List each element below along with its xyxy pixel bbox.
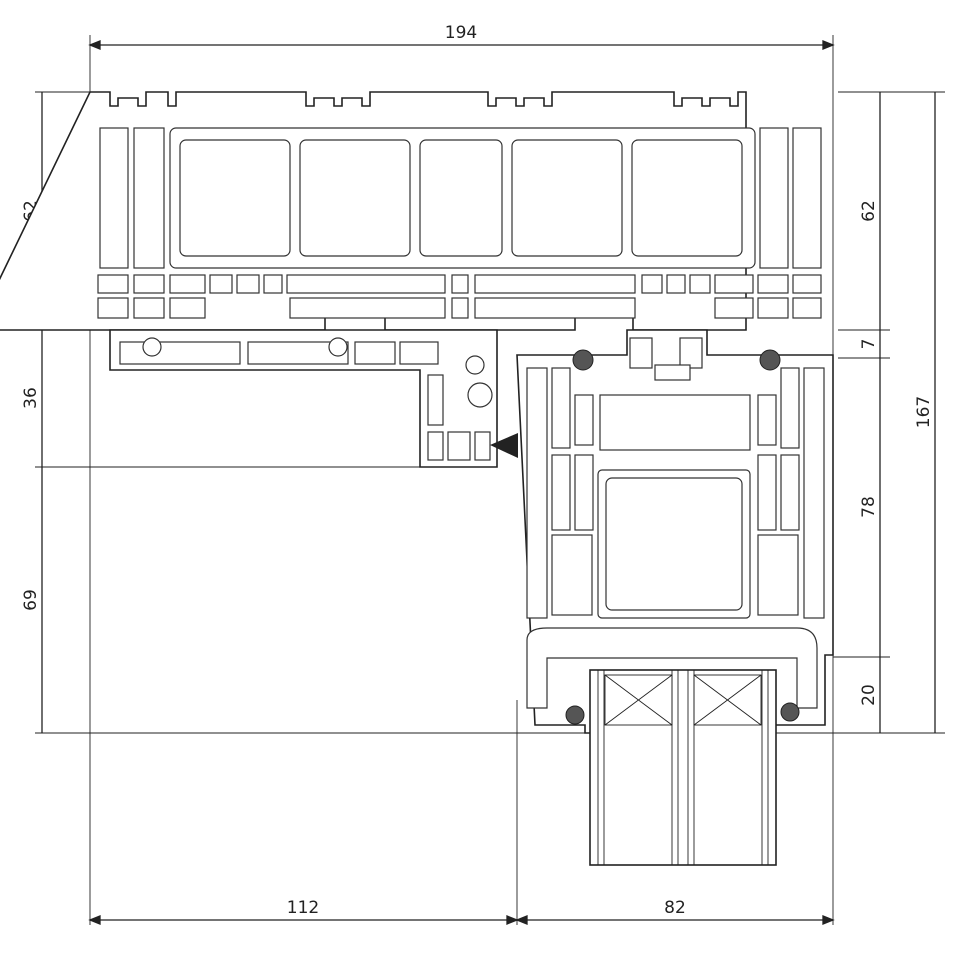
dim-overall-width: 194 bbox=[445, 23, 477, 43]
dimension-lines: 194 112 82 62 36 69 62 7 78 20 167 bbox=[21, 23, 936, 925]
sash-profile bbox=[465, 329, 834, 734]
dim-frame-height-right: 62 bbox=[859, 200, 879, 222]
seal-right-top bbox=[759, 349, 781, 371]
seal-right-bottom bbox=[780, 702, 800, 722]
seal-left-top bbox=[572, 349, 594, 371]
dim-overall-height: 167 bbox=[914, 396, 934, 428]
dim-gap: 7 bbox=[859, 339, 879, 350]
wedge-seal bbox=[490, 433, 518, 458]
dim-lower-left: 69 bbox=[21, 589, 41, 611]
dim-glass-rebate: 20 bbox=[859, 684, 879, 706]
dim-bottom-right: 82 bbox=[664, 898, 686, 918]
glazing-unit bbox=[589, 669, 777, 866]
frame-profile bbox=[0, 91, 822, 331]
dim-sash-height: 78 bbox=[859, 496, 879, 518]
adapter-profile bbox=[109, 329, 518, 468]
seal-left-bottom bbox=[565, 705, 585, 725]
dim-bottom-left: 112 bbox=[287, 898, 319, 918]
dim-adapter-height: 36 bbox=[21, 387, 41, 409]
